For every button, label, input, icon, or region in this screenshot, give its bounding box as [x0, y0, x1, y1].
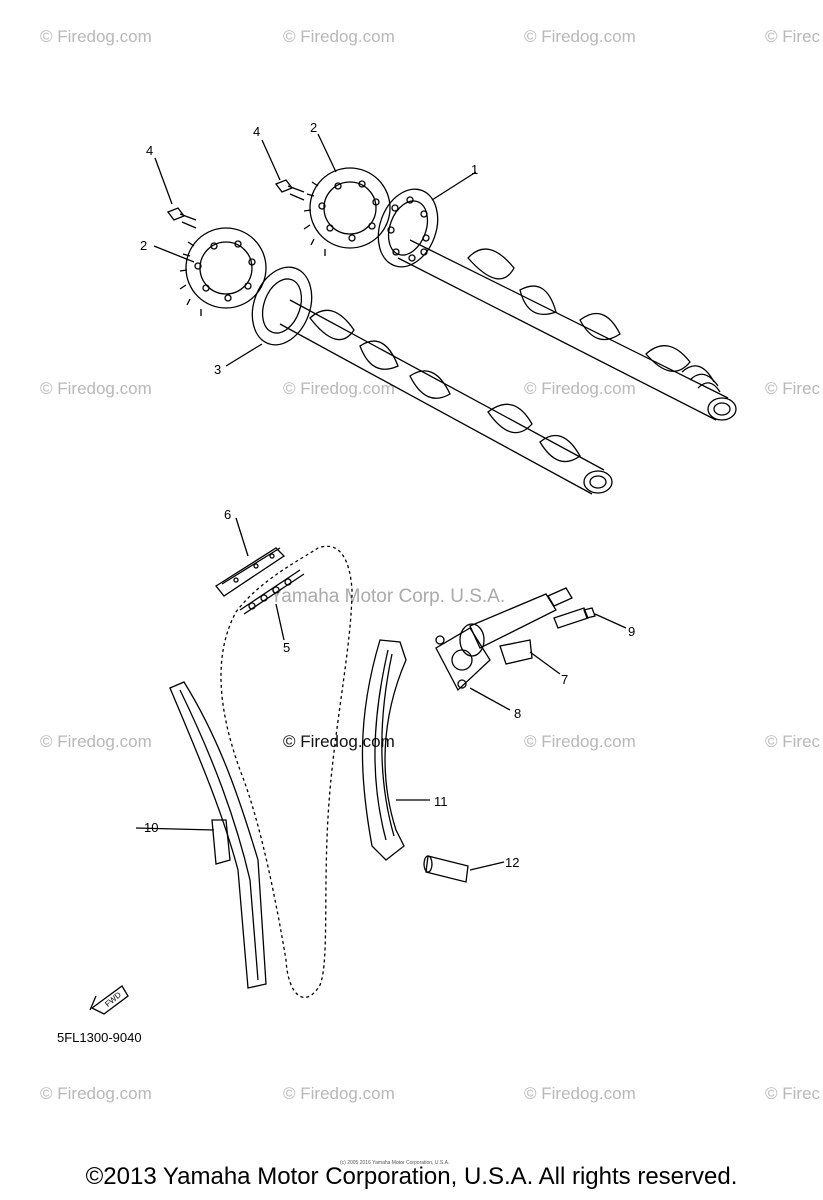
cam-flange — [377, 188, 439, 268]
watermark: © Firedog.com — [40, 379, 152, 398]
watermark: © Firedog.com — [40, 1084, 152, 1103]
callout-10: 10 — [144, 820, 159, 835]
watermark: © Firec — [765, 1084, 821, 1103]
watermark: © Firec — [765, 379, 821, 398]
bolt-upper — [274, 179, 305, 201]
watermark: © Firedog.com — [283, 379, 395, 398]
corporate-watermark: Yamaha Motor Corp. U.S.A. — [270, 586, 506, 607]
callout-6: 6 — [224, 507, 232, 522]
chain-guide-top — [215, 517, 286, 597]
callout-11: 11 — [434, 794, 448, 809]
tiny-note: (c) 2005 2016 Yamaha Motor Corporation, … — [340, 1160, 450, 1166]
callout-3: 3 — [214, 362, 222, 377]
camshaft-upper — [397, 239, 737, 421]
watermark: © Firedog.com — [524, 379, 636, 398]
copyright-footer: ©2013 Yamaha Motor Corporation, U.S.A. A… — [85, 1163, 738, 1190]
cam-chain — [220, 545, 353, 998]
watermark: © Firedog.com — [524, 732, 636, 751]
callout-5: 5 — [283, 640, 291, 655]
guide-pin — [423, 855, 505, 883]
watermark: © Firedog.com — [524, 1084, 636, 1103]
watermark-center: © Firedog.com — [283, 732, 395, 751]
diagram-code: 5FL1300-9040 — [57, 1030, 142, 1045]
callout-2: 2 — [310, 120, 318, 135]
chain-segment — [239, 569, 305, 615]
watermark: © Firedog.com — [283, 27, 395, 46]
watermark: © Firec — [765, 732, 821, 751]
chain-tensioner — [459, 587, 573, 675]
callout-4: 4 — [146, 143, 154, 158]
callout-9: 9 — [628, 624, 636, 639]
chain-guide-left — [135, 681, 267, 989]
callout-8: 8 — [514, 706, 522, 721]
watermark: © Firec — [765, 27, 821, 46]
fwd-arrow-icon — [89, 985, 129, 1015]
bolt-lower — [166, 207, 197, 229]
callout-4: 4 — [253, 124, 261, 139]
camshaft-lower — [279, 299, 613, 495]
callout-7: 7 — [561, 672, 569, 687]
cam-flange — [251, 266, 313, 346]
watermark: © Firedog.com — [524, 27, 636, 46]
callout-2: 2 — [140, 238, 148, 253]
tensioner-bolt — [553, 607, 627, 629]
watermark: © Firedog.com — [40, 732, 152, 751]
tensioner-gasket — [435, 627, 511, 711]
watermark: © Firedog.com — [40, 27, 152, 46]
sprocket-upper — [303, 167, 391, 256]
callout-1: 1 — [471, 162, 479, 177]
callout-12: 12 — [505, 855, 520, 870]
watermark: © Firedog.com — [283, 1084, 395, 1103]
sprocket-lower — [179, 227, 267, 316]
chain-guide-right — [361, 639, 430, 861]
